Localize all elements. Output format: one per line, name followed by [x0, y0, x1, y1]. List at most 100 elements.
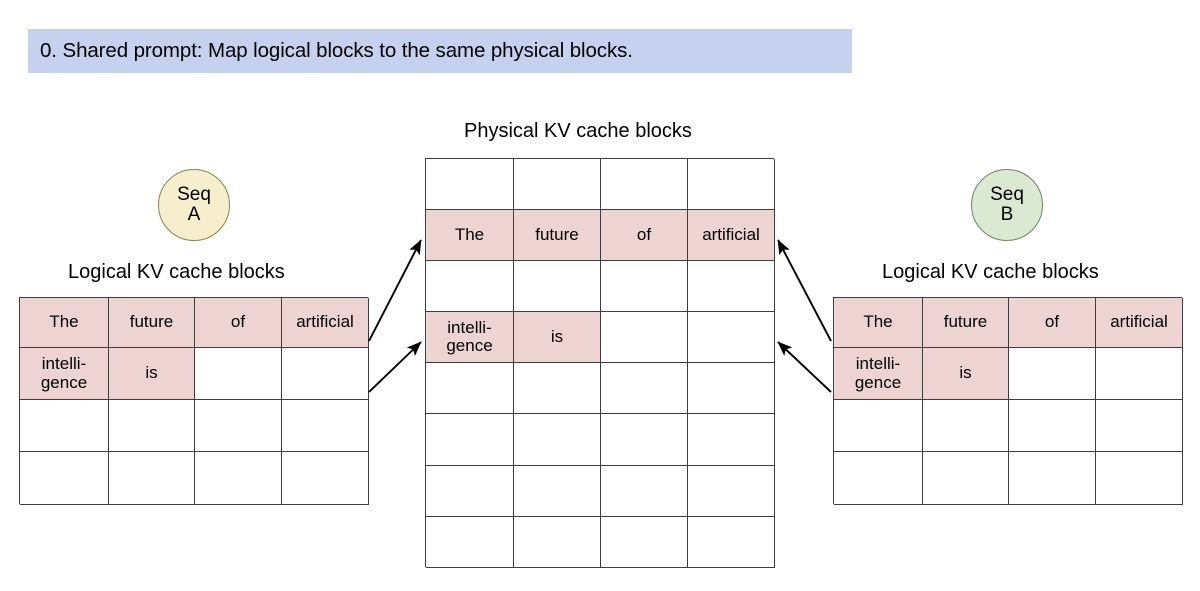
kv-block-token: of [1044, 312, 1060, 332]
arrow-a-row2-to-physical-row4 [368, 341, 422, 393]
kv-block-token: artificial [702, 224, 760, 244]
kv-block-cell [601, 312, 688, 364]
kv-block-cell [688, 312, 775, 364]
kv-block-cell [688, 465, 775, 517]
kv-block-token: is [959, 363, 972, 383]
kv-block-cell [426, 363, 514, 415]
kv-block-cell [601, 261, 688, 313]
seq-b-label-line2: B [1000, 204, 1014, 225]
kv-block-cell [688, 414, 775, 466]
seq-a-label-line1: Seq [177, 183, 211, 205]
logical-b-caption: Logical KV cache blocks [882, 261, 1099, 283]
kv-block-cell [426, 465, 514, 517]
seq-a-badge: Seq A [158, 169, 230, 241]
logical-kv-cache-grid-seq-a: The future of artificial intelli- gence is [19, 297, 369, 505]
logical-kv-cache-grid-seq-b: The future of artificial intelli- gence is [833, 297, 1183, 505]
kv-block-token: The [454, 224, 485, 244]
kv-block-cell: intelli- gence [20, 348, 109, 400]
kv-block-cell [282, 348, 369, 400]
kv-block-token: of [230, 312, 246, 332]
kv-block-token: intelli- gence [854, 354, 902, 392]
kv-block-cell [1009, 348, 1096, 400]
kv-block-cell [514, 516, 601, 568]
kv-block-cell [601, 414, 688, 466]
kv-block-token: artificial [1110, 312, 1168, 332]
kv-block-cell [834, 452, 923, 505]
kv-block-cell: future [109, 298, 195, 348]
kv-block-cell: The [20, 298, 109, 348]
kv-block-cell: is [109, 348, 195, 400]
kv-block-cell [426, 261, 514, 313]
kv-block-cell [834, 400, 923, 452]
seq-b-badge: Seq B [971, 169, 1043, 241]
kv-block-cell: The [834, 298, 923, 348]
kv-block-cell [688, 363, 775, 415]
kv-block-cell: artificial [688, 210, 775, 262]
kv-block-cell: of [195, 298, 282, 348]
physical-blocks-caption: Physical KV cache blocks [464, 120, 692, 142]
kv-block-token: is [145, 363, 158, 383]
kv-block-cell [688, 516, 775, 568]
kv-block-token: of [636, 224, 652, 244]
kv-block-cell [514, 414, 601, 466]
kv-block-cell [426, 516, 514, 568]
kv-block-cell [601, 516, 688, 568]
kv-block-cell: of [601, 210, 688, 262]
arrow-a-row1-to-physical-row2 [368, 239, 422, 342]
step-banner: 0. Shared prompt: Map logical blocks to … [28, 29, 852, 73]
kv-block-cell [426, 414, 514, 466]
kv-block-cell [20, 400, 109, 452]
kv-block-token: intelli- gence [40, 354, 88, 392]
kv-block-cell: of [1009, 298, 1096, 348]
kv-block-token: is [550, 327, 564, 347]
kv-block-cell [282, 400, 369, 452]
kv-block-cell [514, 261, 601, 313]
kv-block-cell [923, 452, 1009, 505]
kv-block-cell: future [514, 210, 601, 262]
kv-block-cell [514, 363, 601, 415]
kv-block-cell: is [514, 312, 601, 364]
kv-block-cell [109, 400, 195, 452]
kv-block-cell [601, 363, 688, 415]
kv-block-cell [1096, 400, 1183, 452]
kv-block-cell [1009, 452, 1096, 505]
kv-block-cell [601, 159, 688, 211]
kv-block-cell: intelli- gence [426, 312, 514, 364]
kv-block-cell [688, 261, 775, 313]
kv-block-cell [688, 159, 775, 211]
kv-block-token: artificial [296, 312, 354, 332]
arrow-b-row2-to-physical-row4 [777, 341, 832, 393]
kv-block-token: future [129, 312, 174, 332]
kv-block-cell [109, 452, 195, 505]
seq-b-label-line1: Seq [990, 183, 1024, 205]
kv-block-cell: artificial [1096, 298, 1183, 348]
kv-block-token: The [863, 312, 893, 332]
physical-kv-cache-grid: The future of artificial intelli- gence is [425, 158, 775, 568]
seq-a-label-line2: A [187, 204, 201, 225]
kv-block-cell [195, 400, 282, 452]
kv-block-token: The [49, 312, 79, 332]
kv-block-token: future [943, 312, 988, 332]
kv-block-cell [195, 348, 282, 400]
kv-block-cell: is [923, 348, 1009, 400]
kv-block-cell [601, 465, 688, 517]
kv-block-cell [923, 400, 1009, 452]
kv-block-cell [1096, 452, 1183, 505]
kv-block-cell [1009, 400, 1096, 452]
kv-block-cell: The [426, 210, 514, 262]
kv-block-cell [282, 452, 369, 505]
kv-block-cell [195, 452, 282, 505]
kv-block-token: future [535, 224, 579, 244]
kv-block-cell: artificial [282, 298, 369, 348]
kv-block-cell [514, 465, 601, 517]
kv-block-token: intelli- gence [446, 317, 493, 356]
kv-block-cell: intelli- gence [834, 348, 923, 400]
step-banner-text: 0. Shared prompt: Map logical blocks to … [40, 38, 633, 62]
kv-block-cell [1096, 348, 1183, 400]
kv-block-cell [514, 159, 601, 211]
kv-block-cell: future [923, 298, 1009, 348]
logical-a-caption: Logical KV cache blocks [68, 261, 285, 283]
kv-block-cell [426, 159, 514, 211]
arrow-b-row1-to-physical-row2 [777, 239, 832, 342]
